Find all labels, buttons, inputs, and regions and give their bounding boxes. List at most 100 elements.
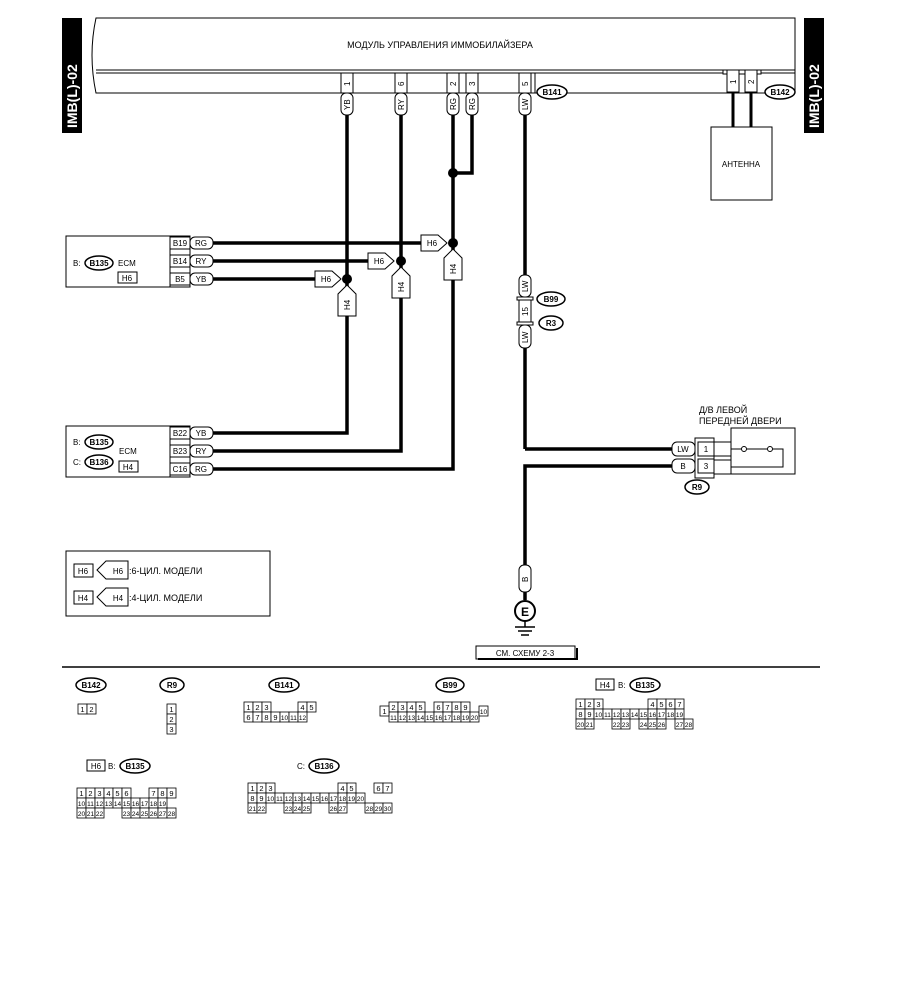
pin-number: 1	[169, 705, 173, 714]
svg-text:B99: B99	[544, 295, 559, 304]
pin-number: 25	[649, 722, 657, 729]
svg-text:H6: H6	[113, 567, 124, 576]
antenna: АНТЕННА	[710, 126, 773, 201]
ecm-h4-name: ECM	[119, 447, 137, 456]
svg-text:H4: H4	[78, 594, 89, 603]
svg-text:B142: B142	[770, 88, 790, 97]
pin-number: 20	[471, 715, 479, 722]
pin-number: 5	[659, 700, 663, 709]
pin-number: 3	[596, 700, 600, 709]
junction-rg-top	[448, 168, 458, 178]
legend-h6-text: :6-ЦИЛ. МОДЕЛИ	[129, 566, 202, 576]
pin-number: 3	[97, 789, 101, 798]
pin-number: 27	[159, 811, 167, 818]
side-tab-right: IMB(L)-02	[804, 18, 824, 133]
junction-tag-h6-ry: H6	[367, 252, 395, 270]
pin-number: 14	[631, 712, 639, 719]
pin-number: 7	[445, 703, 449, 712]
svg-text:H4: H4	[113, 594, 124, 603]
junction-tag-h4-ry: H4	[391, 266, 411, 299]
ecm-h6: B: B135 ECM H6 B19 B14 B5 RG RY YB	[65, 235, 214, 288]
svg-text:H4: H4	[123, 463, 134, 472]
pin-number: 2	[88, 789, 92, 798]
svg-text:ПЕРЕДНЕЙ ДВЕРИ: ПЕРЕДНЕЙ ДВЕРИ	[699, 415, 782, 426]
pin-number: 27	[676, 722, 684, 729]
module-pin-5: 5 LW	[518, 72, 532, 116]
pin-number: 19	[462, 715, 470, 722]
pin-number: 10	[267, 796, 275, 803]
pin-number: 14	[114, 801, 122, 808]
pin-number: 6	[246, 713, 250, 722]
pin-number: 7	[385, 784, 389, 793]
pin-number: 9	[587, 710, 591, 719]
connector-b99-inline: LW 15 LW B99 R3	[516, 274, 566, 349]
svg-text:LW: LW	[521, 331, 530, 343]
pin-number: 3	[169, 725, 173, 734]
pin-number: 4	[650, 700, 654, 709]
svg-text:1: 1	[704, 445, 709, 454]
svg-text:RY: RY	[196, 257, 208, 266]
pin-number: 8	[250, 794, 254, 803]
pin-number: 25	[303, 806, 311, 813]
ground: B E СМ. СХЕМУ 2-3	[475, 564, 578, 660]
pin-number: 29	[375, 806, 383, 813]
pin-number: 26	[330, 806, 338, 813]
svg-text:H6: H6	[374, 257, 385, 266]
pin-cell	[379, 705, 390, 717]
pin-number: 5	[115, 789, 119, 798]
pin-number: 10	[480, 709, 488, 716]
pin-number: 11	[390, 715, 397, 722]
wire-label-lw: LW	[521, 98, 530, 110]
wire-label-rg-1: RG	[449, 98, 458, 110]
pin-cell	[337, 802, 348, 814]
pin-number: 10	[595, 712, 603, 719]
pin-number: 1	[80, 705, 84, 714]
wires	[212, 115, 672, 600]
pin-number: 5	[349, 784, 353, 793]
svg-text:B135: B135	[635, 681, 655, 690]
svg-text:H6: H6	[321, 275, 332, 284]
svg-text:B135: B135	[89, 438, 109, 447]
svg-text:B136: B136	[89, 458, 109, 467]
svg-text:B22: B22	[173, 429, 188, 438]
pin-number: 10	[78, 801, 86, 808]
pin-number: 2	[391, 703, 395, 712]
pin-number: 7	[255, 713, 259, 722]
svg-text:3: 3	[468, 81, 477, 86]
pin-cell	[478, 705, 489, 717]
pin-number: 8	[454, 703, 458, 712]
svg-text:H4: H4	[449, 263, 458, 274]
svg-text:B: B	[521, 577, 530, 582]
svg-text:RG: RG	[195, 465, 207, 474]
pin-cell	[166, 723, 177, 735]
pin-cell	[355, 792, 366, 804]
pin-number: 30	[384, 806, 392, 813]
svg-text:RY: RY	[196, 447, 208, 456]
pin-number: 2	[587, 700, 591, 709]
junction-yb	[342, 274, 352, 284]
pin-number: 28	[685, 722, 693, 729]
svg-text:R9: R9	[692, 483, 703, 492]
pin-number: 28	[168, 811, 176, 818]
pin-number: 2	[255, 703, 259, 712]
pin-number: 16	[435, 715, 443, 722]
pin-number: 1	[79, 789, 83, 798]
pin-number: 23	[622, 722, 630, 729]
wire-label-rg-2: RG	[468, 98, 477, 110]
pin-number: 27	[339, 806, 347, 813]
pin-number: 19	[159, 801, 167, 808]
junction-tag-h6-rg: H6	[420, 234, 448, 252]
svg-text:B135: B135	[89, 259, 109, 268]
pin-number: 20	[78, 811, 86, 818]
junction-tag-h4-yb: H4	[337, 284, 357, 317]
pin-number: 13	[622, 712, 630, 719]
svg-text:B136: B136	[314, 762, 334, 771]
svg-text:H4: H4	[600, 681, 611, 690]
pin-number: 2	[89, 705, 93, 714]
pin-number: 22	[258, 806, 266, 813]
pin-number: 23	[123, 811, 131, 818]
